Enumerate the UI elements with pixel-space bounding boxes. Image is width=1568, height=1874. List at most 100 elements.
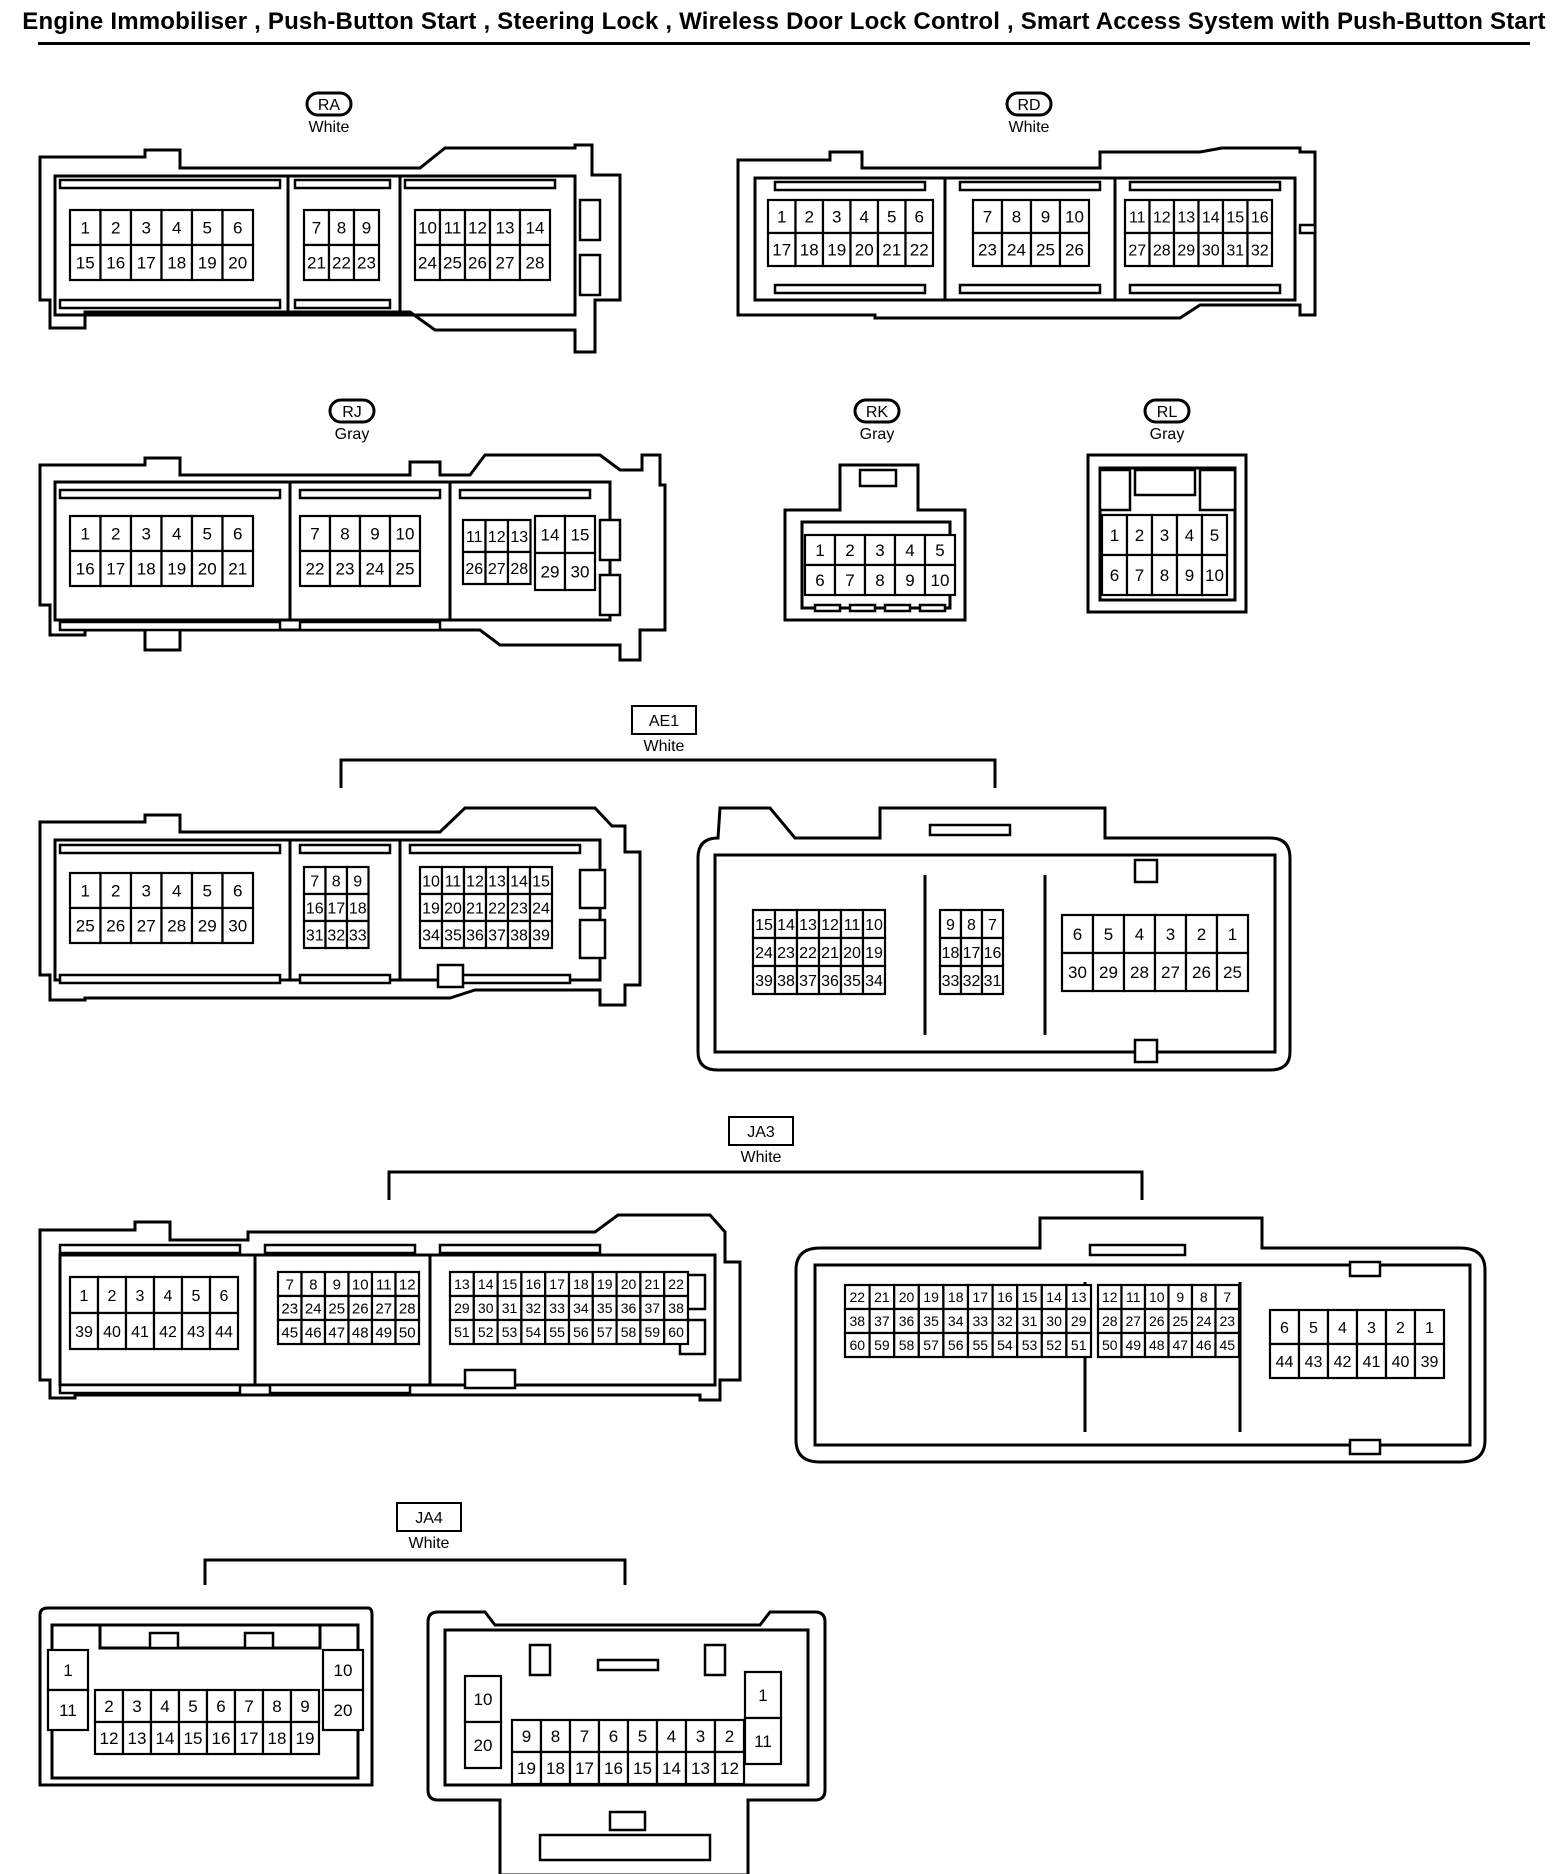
pin-cell: [655, 1750, 688, 1786]
pin-number: 51: [1071, 1337, 1087, 1353]
pin-number: 17: [973, 1289, 989, 1305]
connector-code: JA4: [415, 1510, 443, 1527]
pin-number: 9: [362, 219, 371, 238]
pin-cell: [358, 549, 392, 588]
pin-number: 2: [1135, 526, 1144, 545]
pin-cell: [46, 1688, 90, 1732]
pin-cell: [99, 906, 133, 945]
pin-number: 8: [272, 1697, 281, 1716]
pin-number: 13: [1071, 1289, 1087, 1305]
pin-number: 52: [1046, 1337, 1062, 1353]
pin-number: 14: [662, 1759, 681, 1778]
pin-cell: [510, 1718, 543, 1754]
pin-number: 13: [454, 1276, 470, 1292]
pin-number: 24: [418, 254, 437, 273]
connector-color: White: [644, 738, 685, 755]
pin-number: 16: [526, 1276, 542, 1292]
pin-number: 10: [418, 219, 437, 238]
pin-number: 18: [137, 560, 156, 579]
pin-number: 2: [111, 882, 120, 901]
pin-number: 17: [549, 1276, 565, 1292]
pin-cell: [1215, 951, 1250, 993]
keyway-slot: [58, 620, 282, 632]
keyway-slot: [298, 620, 442, 632]
pin-number: 9: [1176, 1289, 1184, 1305]
pin-number: 17: [106, 560, 125, 579]
pin-number: 1: [63, 1661, 72, 1680]
keyway-slot: [848, 603, 877, 613]
pin-cell: [190, 208, 224, 247]
pin-number: 28: [526, 254, 545, 273]
keyway-slot: [58, 973, 282, 985]
pin-number: 10: [422, 873, 440, 890]
keyway-slot: [298, 843, 392, 855]
pin-number: 12: [468, 219, 487, 238]
pin-number: 1: [1110, 526, 1119, 545]
pin-number: 24: [532, 900, 550, 917]
pin-cell: [663, 1318, 690, 1346]
pin-number: 20: [198, 560, 217, 579]
pin-number: 6: [1280, 1320, 1289, 1337]
pin-cell: [221, 243, 255, 282]
pin-number: 15: [633, 1759, 652, 1778]
pin-number: 3: [1166, 925, 1175, 944]
pin-number: 15: [184, 1729, 203, 1748]
pin-cell: [863, 563, 897, 597]
keyway-slot: [298, 973, 392, 985]
pin-number: 47: [328, 1324, 345, 1341]
pin-number: 2: [111, 219, 120, 238]
keyway-slot: [148, 1631, 180, 1650]
pin-number: 30: [478, 1300, 494, 1316]
pin-number: 14: [156, 1729, 175, 1748]
pin-number: 28: [1102, 1313, 1118, 1329]
pin-number: 25: [396, 560, 415, 579]
pin-number: 60: [668, 1324, 684, 1340]
pin-number: 49: [1125, 1337, 1141, 1353]
pin-number: 41: [131, 1324, 149, 1341]
keyway-slot: [408, 843, 582, 855]
pin-cell: [261, 1720, 293, 1756]
connector-code: RL: [1157, 404, 1178, 421]
pin-number: 7: [310, 525, 319, 544]
pin-number: 12: [100, 1729, 119, 1748]
pin-number: 24: [305, 1300, 322, 1317]
pin-number: 16: [997, 1289, 1013, 1305]
pin-number: 7: [983, 208, 992, 227]
pin-number: 14: [526, 219, 545, 238]
pin-number: 7: [580, 1727, 589, 1746]
pin-number: 20: [843, 945, 861, 962]
pin-number: 21: [645, 1276, 661, 1292]
pin-number: 1: [815, 541, 824, 560]
pin-number: 1: [81, 219, 90, 238]
connector-code: RJ: [342, 404, 362, 421]
pin-cell: [923, 533, 957, 567]
keyway-slot: [1348, 1260, 1382, 1278]
pin-number: 28: [510, 561, 528, 578]
pin-number: 33: [942, 973, 960, 990]
keyway-slot: [463, 1368, 517, 1390]
pin-number: 7: [286, 1276, 294, 1293]
pin-cell: [177, 1688, 209, 1724]
pin-number: 21: [821, 945, 839, 962]
connector-color: White: [741, 1149, 782, 1166]
pin-number: 16: [106, 254, 125, 273]
pin-cell: [68, 549, 102, 588]
keyway-slot: [243, 1631, 275, 1650]
pin-cell: [1355, 1342, 1388, 1380]
pin-cell: [1413, 1308, 1446, 1346]
pin-number: 2: [1197, 925, 1206, 944]
pin-number: 30: [1046, 1313, 1062, 1329]
pin-number: 57: [923, 1337, 939, 1353]
pin-number: 15: [1226, 209, 1244, 226]
pin-number: 6: [915, 208, 924, 227]
pin-cell: [1413, 1342, 1446, 1380]
outline-ja3-left: [38, 1213, 742, 1402]
pin-cell: [1122, 913, 1157, 955]
pin-cell: [96, 1311, 128, 1351]
pin-number: 37: [799, 973, 817, 990]
pin-number: 7: [244, 1697, 253, 1716]
pin-number: 34: [865, 973, 883, 990]
